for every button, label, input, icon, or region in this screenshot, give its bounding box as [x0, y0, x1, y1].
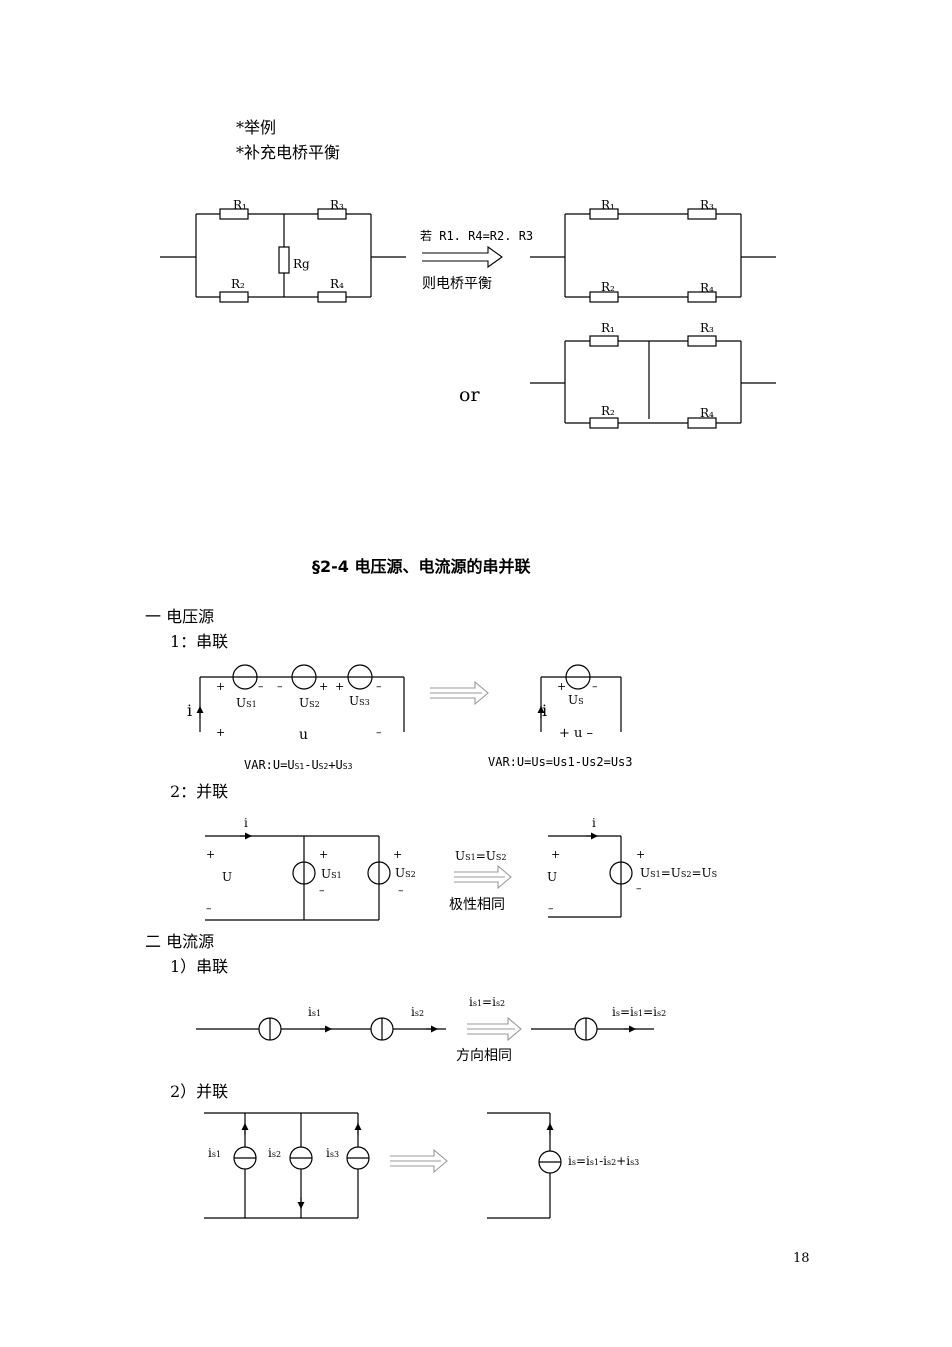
section-title: §2-4 电压源、电流源的串并联	[312, 557, 531, 576]
label-is1-par: is1	[208, 1146, 222, 1160]
current-parallel-diagram	[204, 1112, 370, 1219]
minus-sign: –	[277, 680, 283, 693]
label-r4-b: R₄	[700, 281, 714, 295]
label-r2-c: R₂	[601, 404, 615, 418]
current-series-equivalent-diagram	[531, 1017, 654, 1041]
label-r1-b: R₁	[601, 198, 615, 212]
voltage-heading: 一 电压源	[145, 607, 215, 626]
bridge-circuit-diagram	[160, 208, 406, 303]
note-example: *举例	[236, 118, 277, 137]
voltage-series-diagram	[196, 664, 405, 732]
series-equivalent: is=is1=is2	[612, 1005, 667, 1019]
label-r3-c: R₃	[700, 321, 714, 335]
label-us: US	[568, 693, 584, 707]
transform-arrow-icon	[422, 245, 503, 269]
voltage-parallel-equivalent-diagram	[548, 832, 633, 918]
var-equation-right: VAR:U=Us=Us1-Us2=Us3	[488, 755, 633, 769]
note-bridge-balance: *补充电桥平衡	[236, 143, 341, 162]
direction-note: 方向相同	[456, 1048, 512, 1064]
label-is2: is2	[411, 1005, 425, 1019]
label-U: U	[222, 870, 233, 884]
resistor-rg	[278, 246, 290, 274]
series-condition: is1=is2	[469, 995, 506, 1009]
plus-sign: +	[319, 680, 329, 693]
resistor-r3	[317, 208, 347, 220]
resistor-r4	[317, 291, 347, 303]
balanced-bridge-short-diagram	[530, 335, 776, 429]
plus-sign: +	[551, 848, 561, 861]
label-u: u	[299, 727, 309, 743]
label-us1-par: US1	[321, 867, 342, 881]
voltage-series-arrow-icon	[430, 680, 489, 706]
page-number: 18	[793, 1251, 810, 1266]
plus-sign: +	[636, 848, 646, 861]
label-U-eq: U	[547, 870, 558, 884]
label-i: i	[187, 701, 193, 720]
minus-sign: –	[636, 882, 642, 895]
minus-sign: –	[319, 884, 325, 897]
label-i-par-eq: i	[592, 816, 596, 830]
minus-sign: –	[206, 902, 212, 915]
or-label: or	[459, 384, 480, 406]
plus-sign: +	[216, 726, 226, 739]
label-is2-par: is2	[268, 1146, 282, 1160]
polarity-note: 极性相同	[449, 897, 505, 913]
label-r1-c: R₁	[601, 321, 615, 335]
current-parallel-label: 2）并联	[170, 1082, 229, 1101]
label-us2-par: US2	[395, 866, 416, 880]
plus-sign: +	[216, 680, 226, 693]
parallel-current-equivalent: is=is1-is2+is3	[568, 1154, 640, 1168]
label-i-eq: i	[542, 701, 548, 720]
label-r2-b: R₂	[601, 280, 615, 294]
var-equation-left: VAR:U=US1-US2+US3	[244, 758, 353, 772]
bridge-condition: 若 R1. R4=R2. R3	[420, 229, 534, 243]
current-series-diagram	[196, 1017, 446, 1041]
label-u-eq: + u –	[559, 726, 594, 741]
current-parallel-equivalent-diagram	[487, 1112, 562, 1219]
plus-sign: +	[393, 848, 403, 861]
voltage-parallel-diagram	[205, 832, 391, 921]
label-us3: US3	[349, 694, 370, 708]
minus-sign: –	[258, 680, 264, 693]
minus-sign: –	[376, 726, 382, 739]
voltage-parallel-arrow-icon	[454, 864, 512, 890]
label-us2: US2	[299, 696, 320, 710]
label-r3: R₃	[330, 198, 344, 212]
resistor-r2	[219, 291, 249, 303]
label-i-par: i	[244, 816, 248, 830]
current-heading: 二 电流源	[145, 932, 215, 951]
label-r1: R₁	[233, 198, 247, 212]
voltage-parallel-label: 2：并联	[170, 782, 229, 801]
parallel-equivalent: US1=US2=US	[640, 866, 718, 880]
bridge-result: 则电桥平衡	[422, 276, 492, 292]
plus-sign: +	[319, 848, 329, 861]
minus-sign: –	[592, 680, 598, 693]
voltage-series-equivalent-diagram	[537, 664, 622, 732]
resistor-r1	[219, 208, 249, 220]
current-parallel-arrow-icon	[390, 1148, 448, 1174]
current-series-label: 1）串联	[170, 957, 229, 976]
plus-sign: +	[335, 680, 345, 693]
label-is3-par: is3	[326, 1146, 340, 1160]
current-series-arrow-icon	[467, 1016, 522, 1042]
label-r2: R₂	[231, 277, 245, 291]
label-us1: US1	[236, 696, 257, 710]
label-r4-c: R₄	[700, 406, 714, 420]
minus-sign: –	[398, 884, 404, 897]
minus-sign: –	[548, 902, 554, 915]
label-r3-b: R₃	[700, 198, 714, 212]
minus-sign: –	[376, 680, 382, 693]
plus-sign: +	[557, 680, 567, 693]
parallel-condition: US1=US2	[455, 849, 507, 863]
voltage-series-label: 1：串联	[170, 632, 229, 651]
label-r4: R₄	[330, 277, 344, 291]
plus-sign: +	[206, 848, 216, 861]
label-rg: Rg	[293, 257, 310, 271]
label-is1: is1	[308, 1005, 322, 1019]
balanced-bridge-open-diagram	[530, 208, 776, 303]
